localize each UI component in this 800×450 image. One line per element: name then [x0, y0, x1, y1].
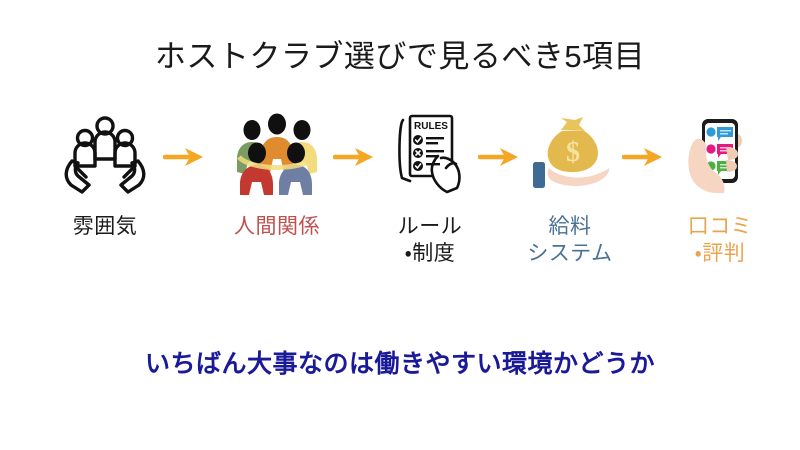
- step-icon-container: [655, 108, 785, 200]
- steps-flow: 雰囲気: [0, 108, 800, 298]
- money-bag-in-hand-icon: $: [533, 117, 610, 188]
- step-label-reviews: 口コミ ・評判: [687, 215, 753, 265]
- step-icon-container: [212, 108, 342, 200]
- rules-icon-text: RULES: [414, 121, 448, 132]
- step-item-rules: RULES: [365, 108, 495, 268]
- arrow-right-icon-3: [477, 144, 520, 170]
- arrow-right-icon-2: [332, 144, 375, 170]
- step-icon-container: RULES: [365, 108, 495, 200]
- arrow-right-icon-4: [621, 144, 664, 170]
- page-title: ホストクラブ選びで見るべき5項目: [154, 39, 646, 74]
- circle-of-people-icon: [237, 113, 317, 195]
- arrow-right-icon-1: [162, 144, 205, 170]
- step-item-relationships: 人間関係: [212, 108, 342, 241]
- step-icon-container: $: [505, 108, 635, 200]
- footer-message: いちばん大事なのは働きやすい環境かどうか: [144, 350, 655, 378]
- step-item-salary: $ 給料 システム: [505, 108, 635, 268]
- step-item-reviews: 口コミ ・評判: [655, 108, 785, 268]
- step-label-salary: 給料 システム: [527, 215, 613, 265]
- step-label-relationships: 人間関係: [234, 215, 320, 238]
- hands-holding-people-icon: [64, 116, 146, 194]
- money-bag-dollar-text: $: [566, 137, 580, 168]
- step-label-rules: ルール ・制度: [397, 215, 463, 265]
- step-label-atmosphere: 雰囲気: [72, 215, 138, 238]
- rules-checklist-icon: RULES: [398, 114, 461, 194]
- hand-holding-phone-reviews-icon: [688, 119, 742, 193]
- step-item-atmosphere: 雰囲気: [40, 108, 170, 241]
- step-icon-container: [40, 108, 170, 200]
